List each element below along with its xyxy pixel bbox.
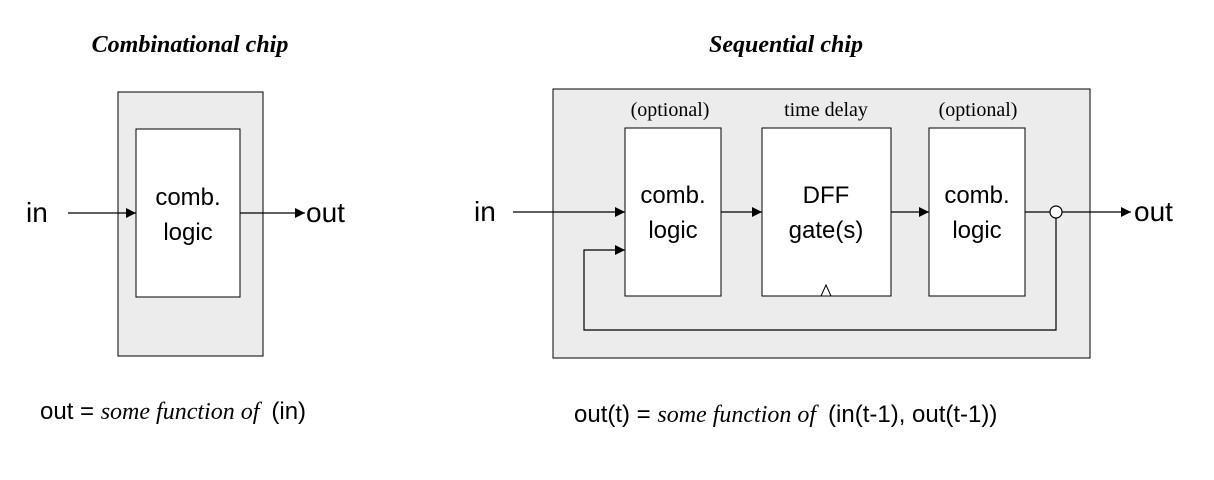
block1-line2: logic <box>648 217 697 244</box>
seq-output-label: out <box>1134 196 1173 227</box>
block3-line1: comb. <box>944 182 1009 209</box>
combinational-formula: out = some function of (in) <box>40 398 306 425</box>
block2-caption: time delay <box>784 99 868 121</box>
seq-formula-lhs: out(t) = <box>574 401 657 428</box>
feedback-loop-arrow <box>583 218 1057 331</box>
comb-logic-block <box>135 128 241 298</box>
block3-line2: logic <box>952 217 1001 244</box>
comb-output-label: out <box>306 197 345 228</box>
seq-comb-logic-block-1 <box>624 127 722 297</box>
seq-formula-rhs: (in(t-1), out(t-1)) <box>828 401 997 428</box>
sequential-title: Sequential chip <box>709 32 863 58</box>
comb-input-label: in <box>26 197 48 228</box>
comb-formula-fn: some function of <box>101 399 263 425</box>
combinational-chip: Combinational chip comb. logic in out ou… <box>26 32 345 425</box>
block1-line1: comb. <box>640 182 705 209</box>
comb-logic-line2: logic <box>163 219 212 246</box>
dff-gates-block <box>761 127 892 297</box>
seq-comb-logic-block-2 <box>928 127 1026 297</box>
combinational-title: Combinational chip <box>92 32 289 58</box>
comb-formula-rhs: (in) <box>271 398 306 425</box>
seq-formula-fn: some function of <box>657 402 819 428</box>
comb-logic-line1: comb. <box>155 184 220 211</box>
block1-caption: (optional) <box>631 99 710 121</box>
block2-line2: gate(s) <box>789 217 864 244</box>
junction-node-icon <box>1049 205 1063 219</box>
clock-triangle-icon <box>820 283 832 297</box>
sequential-chip: Sequential chip (optional) time delay (o… <box>474 32 1173 428</box>
sequential-formula: out(t) = some function of (in(t-1), out(t… <box>574 401 997 428</box>
seq-input-label: in <box>474 196 496 227</box>
block2-line1: DFF <box>803 182 850 209</box>
block3-caption: (optional) <box>939 99 1018 121</box>
comb-formula-lhs: out = <box>40 398 101 425</box>
